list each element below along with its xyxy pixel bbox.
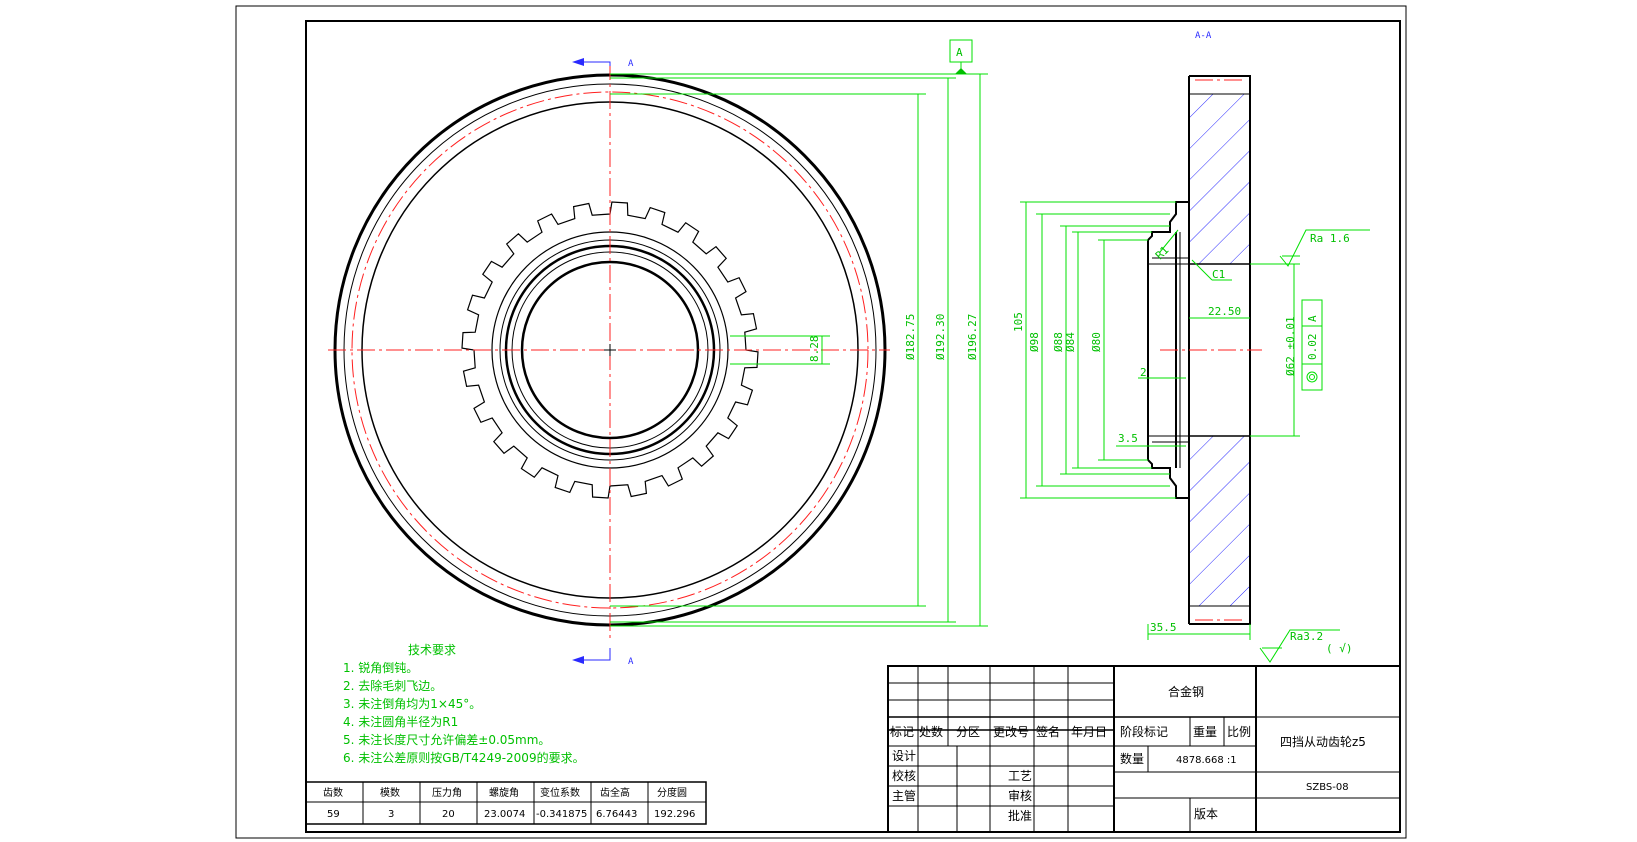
rev-header-count: 处数 <box>919 724 943 739</box>
param-value-pitch-circle: 192.296 <box>654 809 695 820</box>
param-header-pitch-circle: 分度圆 <box>657 786 687 799</box>
rev-header-change: 更改号 <box>993 725 1029 739</box>
dim-r1: R1 <box>1153 244 1172 263</box>
part-name: 四挡从动齿轮z5 <box>1280 735 1366 749</box>
dim-d196-27: Ø196.27 <box>966 314 979 360</box>
note-2: 2. 去除毛刺飞边。 <box>343 678 442 693</box>
roughness-general-note: ( √) <box>1326 642 1353 655</box>
section-label-bottom: A <box>628 657 634 667</box>
version-label: 版本 <box>1194 807 1218 821</box>
gear-section-view <box>1147 75 1262 625</box>
sheet-inner-border <box>305 20 1401 833</box>
scale-label: 比例 <box>1227 725 1251 739</box>
dim-d80: Ø80 <box>1090 332 1103 352</box>
role-review: 审核 <box>1008 788 1032 803</box>
dim-d84: Ø84 <box>1064 332 1077 352</box>
section-view-title: A-A <box>1195 31 1212 41</box>
section-arrow-top: A <box>572 58 634 69</box>
role-design: 设计 <box>892 749 916 763</box>
dim-d182-75: Ø182.75 <box>904 314 917 360</box>
note-3: 3. 未注倒角均为1×45°。 <box>343 696 481 711</box>
rev-header-sign: 签名 <box>1036 724 1060 739</box>
note-1: 1. 锐角倒钝。 <box>343 661 418 675</box>
param-header-tooth-height: 齿全高 <box>600 786 630 799</box>
role-supervisor: 主管 <box>892 788 916 803</box>
gear-front-view <box>328 62 890 640</box>
dim-d88: Ø88 <box>1052 332 1065 352</box>
role-process: 工艺 <box>1008 769 1032 783</box>
weight-label: 重量 <box>1193 725 1217 739</box>
datum-a-symbol: A <box>949 39 973 74</box>
param-value-shift: -0.341875 <box>536 809 587 820</box>
roughness-general: Ra3.2 ( √) <box>1259 629 1353 663</box>
rev-header-date: 年月日 <box>1071 725 1107 739</box>
dim-d98: Ø98 <box>1028 332 1041 352</box>
datum-letter: A <box>956 46 963 59</box>
tolerance-value: 0.02 <box>1306 334 1319 361</box>
dim-3-5: 3.5 <box>1118 432 1138 445</box>
notes-title: 技术要求 <box>408 643 456 657</box>
roughness-bore-text: Ra 1.6 <box>1310 232 1350 245</box>
note-4: 4. 未注圆角半径为R1 <box>343 714 458 729</box>
roughness-general-text: Ra3.2 <box>1290 630 1323 643</box>
quantity-label: 数量 <box>1120 751 1144 766</box>
note-6: 6. 未注公差原则按GB/T4249-2009的要求。 <box>343 750 585 765</box>
param-header-module: 模数 <box>380 786 400 799</box>
note-5: 5. 未注长度尺寸允许偏差±0.05mm。 <box>343 732 550 747</box>
drawing-number: SZBS-08 <box>1306 782 1349 793</box>
role-approve: 批准 <box>1008 808 1032 823</box>
param-header-shift: 变位系数 <box>540 786 580 799</box>
dim-d192-30: Ø192.30 <box>934 314 947 360</box>
technical-notes: 技术要求 1. 锐角倒钝。 2. 去除毛刺飞边。 3. 未注倒角均为1×45°。… <box>343 643 585 765</box>
front-dimensions: 8.28 Ø182.75 Ø192.30 Ø196.27 <box>610 73 988 627</box>
section-arrow-bottom: A <box>572 648 634 667</box>
param-value-helix-angle: 23.0074 <box>484 809 525 820</box>
sheet-outer-border <box>235 5 1407 839</box>
roughness-bore: Ra 1.6 <box>1279 229 1370 267</box>
stage-label: 阶段标记 <box>1120 724 1168 739</box>
param-value-tooth-height: 6.76443 <box>596 809 637 820</box>
rev-header-mark: 标记 <box>890 725 914 739</box>
param-value-teeth: 59 <box>327 809 340 820</box>
dim-35-5: 35.5 <box>1150 621 1177 634</box>
param-value-module: 3 <box>388 809 394 820</box>
title-block: 标记 处数 分区 更改号 签名 年月日 设计 校核 主管 工艺 审核 批准 合金… <box>887 665 1401 833</box>
tolerance-datum: A <box>1306 315 1319 322</box>
dim-22-50: 22.50 <box>1208 305 1241 318</box>
material: 合金钢 <box>1168 684 1204 699</box>
param-header-pressure-angle: 压力角 <box>432 786 462 799</box>
param-header-helix-angle: 螺旋角 <box>489 786 519 799</box>
role-check: 校核 <box>892 768 916 783</box>
dim-c1: C1 <box>1212 268 1225 281</box>
gear-params-table: 齿数 模数 压力角 螺旋角 变位系数 齿全高 分度圆 59 3 20 23.00… <box>305 781 707 825</box>
dim-8-28: 8.28 <box>808 336 821 363</box>
dim-2: 2 <box>1140 366 1147 379</box>
weight-scale-value: 4878.668 :1 <box>1176 755 1237 766</box>
dim-bore-d62: Ø62 ±0.01 <box>1284 316 1297 376</box>
section-dimensions: 105 Ø98 Ø88 Ø84 Ø80 2 3.5 R1 C1 22.50 35… <box>1012 201 1323 640</box>
param-header-teeth: 齿数 <box>323 786 343 799</box>
rev-header-zone: 分区 <box>956 725 980 739</box>
param-value-pressure-angle: 20 <box>442 809 455 820</box>
dim-105: 105 <box>1012 312 1025 332</box>
section-label-top: A <box>628 59 634 69</box>
